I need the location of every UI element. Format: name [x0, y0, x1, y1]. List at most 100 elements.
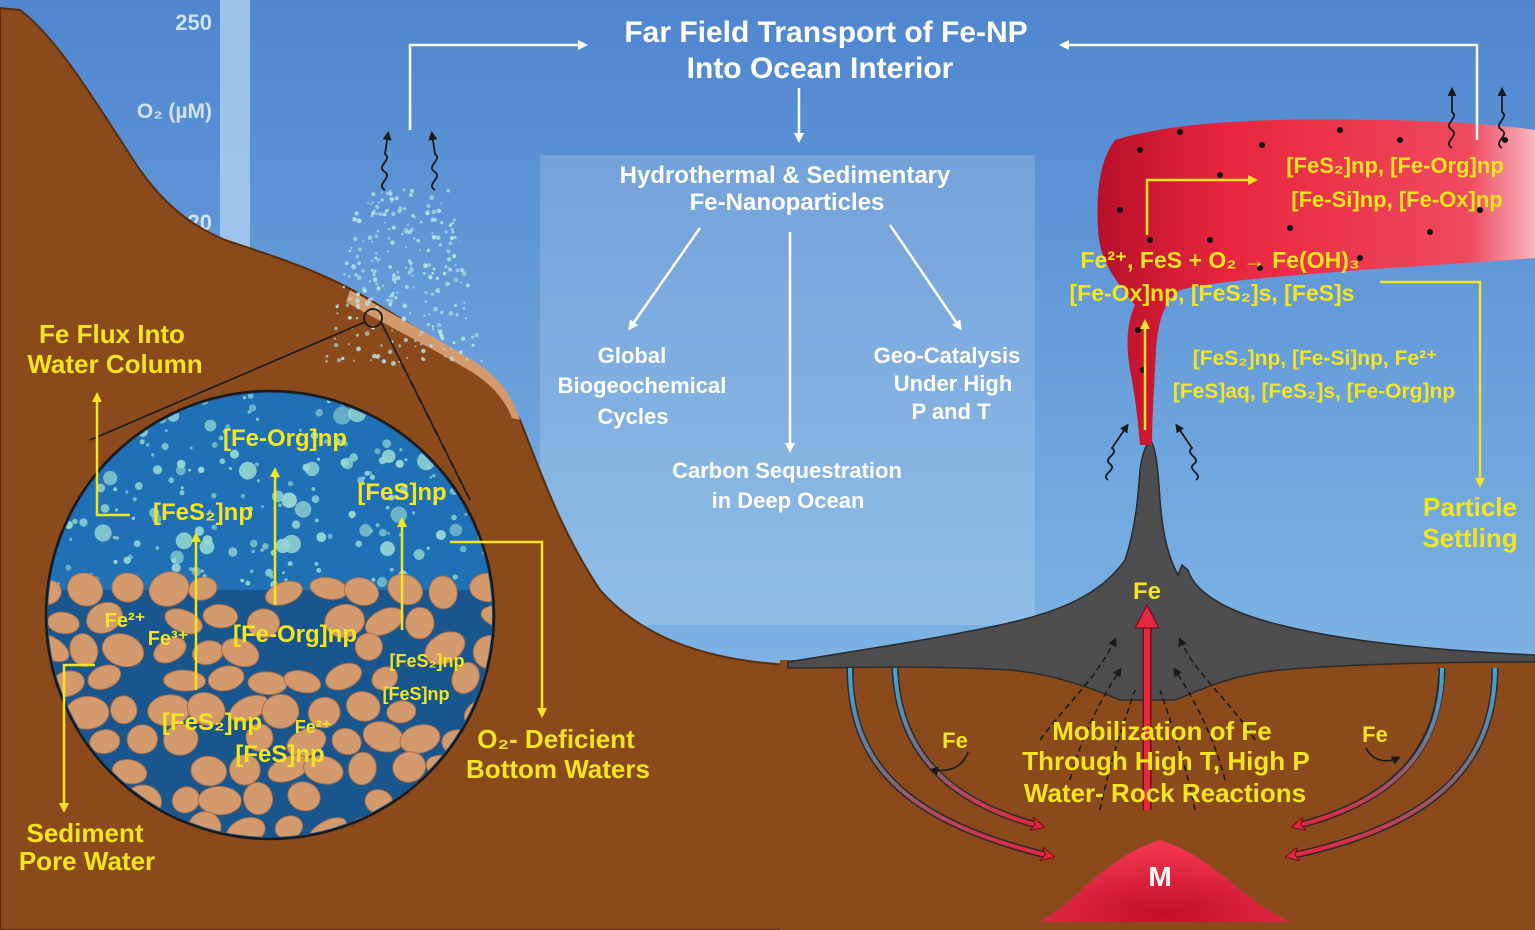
sediment-grain: [399, 724, 441, 754]
bubble: [343, 273, 346, 276]
bubble: [362, 288, 367, 293]
bubble: [391, 277, 397, 282]
sediment-grain: [111, 572, 144, 603]
bubble: [370, 259, 374, 263]
sediment-grain: [405, 606, 435, 640]
zoom-bubble: [113, 559, 118, 565]
bubble: [421, 348, 426, 354]
zoom-bubble: [191, 567, 196, 572]
bubble: [452, 218, 457, 222]
bubble: [393, 281, 397, 284]
bubble: [420, 330, 424, 335]
zoom-bubble: [260, 505, 265, 509]
bubble: [439, 334, 444, 339]
bubble: [407, 270, 412, 275]
zoom-bubble: [211, 492, 217, 499]
bubble: [450, 236, 454, 241]
bubble: [372, 353, 377, 359]
bubble: [425, 211, 430, 216]
bubble: [444, 230, 448, 234]
zoom-bubble: [125, 490, 129, 494]
fluid-flow-paths: [1039, 637, 1256, 811]
sediment-grain: [286, 727, 327, 758]
bubble: [350, 297, 353, 300]
bubble: [440, 310, 444, 315]
sediment-grain: [101, 633, 145, 668]
bubble: [381, 359, 387, 364]
sediment-grain: [190, 755, 228, 787]
bubble: [436, 208, 442, 214]
sediment-grain: [371, 666, 399, 691]
bubble: [350, 246, 353, 249]
zoom-bubble: [249, 404, 257, 412]
bubble: [412, 286, 415, 289]
bubble: [435, 288, 441, 294]
zoom-bubble: [72, 518, 78, 525]
bubble: [453, 236, 457, 240]
sediment-grain: [220, 637, 260, 668]
zoom-fes2-top: [FeS₂]np: [153, 499, 253, 526]
outcome-carbon-1: Carbon Sequestration: [672, 458, 902, 483]
fe-curl-arrows: [929, 747, 1401, 776]
bubble: [396, 270, 400, 274]
bubble: [429, 344, 433, 348]
zoom-bubble: [247, 410, 252, 414]
bubble: [419, 220, 423, 224]
zoom-bubble: [133, 540, 141, 547]
ocean-floor: [780, 660, 1535, 930]
zoom-bubble: [100, 504, 110, 513]
sediment-grain: [245, 723, 274, 752]
bubble: [352, 217, 357, 222]
bubble: [431, 232, 434, 235]
zoom-bubble: [464, 513, 468, 516]
bubble: [413, 216, 416, 219]
zoom-bubble: [262, 543, 269, 550]
bubble: [480, 359, 483, 363]
zoom-bubble: [452, 574, 458, 580]
bubble: [452, 341, 456, 345]
bubble: [351, 264, 355, 267]
zoom-fes2-bottom: [FeS₂]np: [162, 709, 262, 736]
zoom-bubble: [433, 502, 437, 506]
zoom-bubble: [278, 503, 282, 508]
zoom-bubble: [103, 471, 118, 486]
bubble: [348, 249, 352, 253]
sediment-grain: [331, 727, 362, 756]
bubble: [388, 227, 391, 231]
bubble: [406, 356, 409, 359]
sediment-grain: [48, 611, 80, 635]
sediment-layer: [346, 290, 520, 420]
vent-mound: [787, 438, 1535, 701]
bubble: [465, 358, 469, 361]
bubble: [474, 332, 479, 338]
sediment-grain: [387, 573, 423, 606]
plume-particles: [1117, 127, 1508, 373]
zoom-bubble: [249, 569, 254, 573]
sediment-grain: [386, 700, 417, 724]
zoom-bubble: [374, 448, 381, 455]
sediment-grain: [354, 632, 383, 661]
plume-products: [Fe-Ox]np, [FeS₂]s, [FeS]s: [1070, 280, 1355, 306]
sediment-grain: [287, 781, 321, 812]
bubble: [355, 333, 359, 337]
zoom-bubble: [155, 546, 160, 550]
bubble: [404, 284, 410, 290]
bubble: [342, 285, 346, 289]
bubble: [347, 343, 350, 346]
bubble: [461, 336, 466, 341]
sediment-grain: [111, 759, 148, 785]
bubble: [438, 243, 443, 247]
bubble: [424, 290, 428, 295]
bubble: [453, 277, 459, 283]
zoom-fe2: Fe²⁺: [105, 610, 146, 632]
bubble: [418, 249, 421, 252]
bubble: [395, 275, 401, 281]
bubble: [389, 293, 395, 298]
plume-species-1: [FeS₂]np, [Fe-Org]np: [1286, 153, 1504, 178]
outcome-global-1: Global: [598, 343, 666, 368]
bubble: [372, 273, 376, 277]
bubble: [440, 202, 443, 205]
sediment-grain: [171, 786, 201, 814]
bubble: [404, 266, 407, 269]
